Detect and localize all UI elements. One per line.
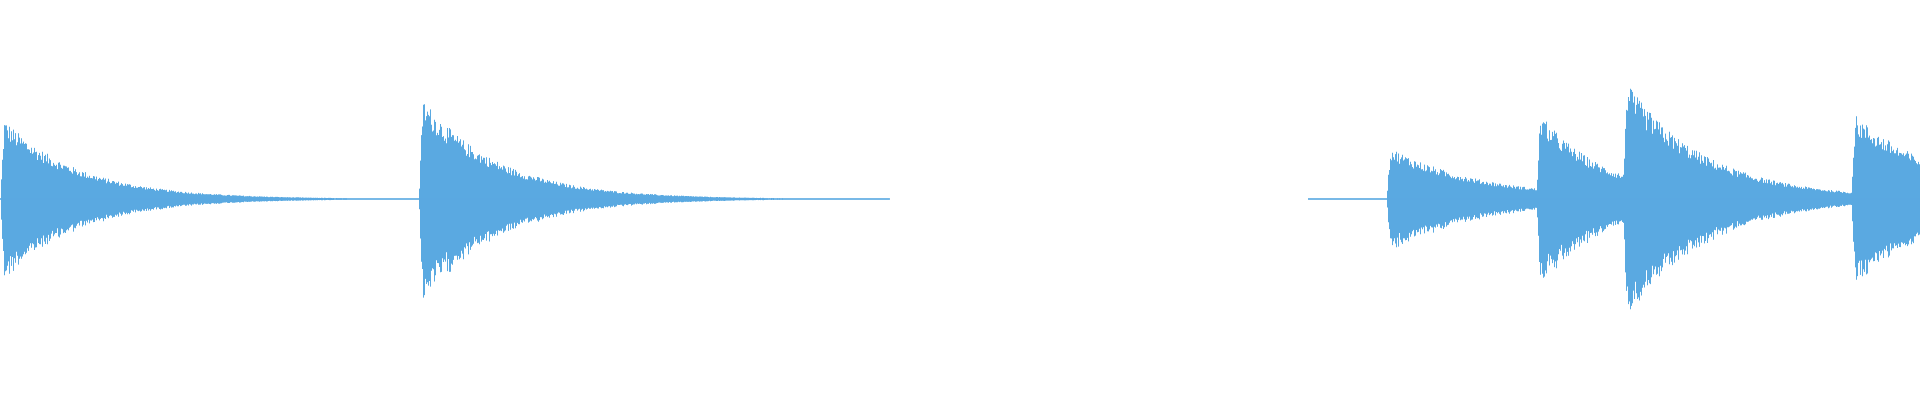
waveform-segment-2 bbox=[1308, 88, 1920, 310]
waveform-segment-1 bbox=[0, 104, 890, 298]
waveform-trace bbox=[0, 104, 890, 298]
